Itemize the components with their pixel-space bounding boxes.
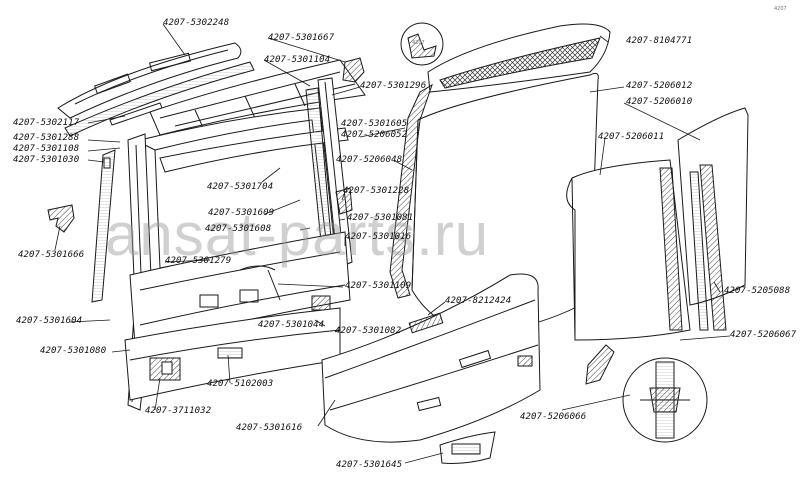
part-label-5301082: 4207-5301082 <box>335 326 402 336</box>
front-apron-part <box>124 307 341 401</box>
part-label-8104771: 4207-8104771 <box>626 36 693 46</box>
inset-mark: 4207 <box>412 40 425 46</box>
part-label-5301616: 4207-5301616 <box>236 423 303 433</box>
part-label-5102003: 4207-5102003 <box>207 379 274 389</box>
part-label-5302117: 4207-5302117 <box>13 118 80 128</box>
corner-mark: 4207 <box>774 6 787 12</box>
part-label-5206052: 4207-5206052 <box>341 130 408 140</box>
part-label-5301666: 4207-5301666 <box>18 250 85 260</box>
front-upper-frame-part <box>149 59 366 136</box>
clip-part <box>47 204 75 233</box>
left-rail-part <box>91 149 116 303</box>
part-label-5301605: 4207-5301605 <box>341 119 408 129</box>
bumper-part <box>321 273 541 443</box>
part-label-5301288: 4207-5301288 <box>13 133 80 143</box>
part-label-5301080: 4207-5301080 <box>40 346 107 356</box>
bracket-part <box>342 57 365 83</box>
part-label-5301608: 4207-5301608 <box>205 224 272 234</box>
small-plate-part <box>439 431 496 464</box>
panel-seal-part <box>389 83 433 299</box>
part-label-5301081: 4207-5301081 <box>347 213 414 223</box>
top-inset <box>400 22 444 66</box>
roof-dome-part <box>427 23 611 93</box>
part-label-5301016: 4207-5301016 <box>345 232 412 242</box>
side-panel-mid-part <box>566 159 691 341</box>
part-label-5301296: 4207-5301296 <box>360 81 427 91</box>
right-pillar-part <box>305 77 353 269</box>
part-label-5301104: 4207-5301104 <box>264 55 331 65</box>
detail-inset <box>622 357 708 443</box>
part-label-5206048: 4207-5206048 <box>336 155 403 165</box>
roof-panel-part <box>57 42 242 119</box>
part-label-5206011: 4207-5206011 <box>598 132 665 142</box>
side-panel-rear-part <box>677 107 749 331</box>
part-label-5301044: 4207-5301044 <box>258 320 325 330</box>
part-label-5301228: 4207-5301228 <box>343 186 410 196</box>
part-label-5301279: 4207-5301279 <box>165 256 232 266</box>
part-label-5205088: 4207-5205088 <box>724 286 791 296</box>
part-label-8212424: 4207-8212424 <box>445 296 512 306</box>
part-label-5206067: 4207-5206067 <box>730 330 797 340</box>
windshield-crossbar-part <box>159 127 349 173</box>
small-bracket-part <box>335 187 353 215</box>
part-label-5301704: 4207-5301704 <box>207 182 274 192</box>
corner-bracket-part <box>585 344 615 385</box>
part-label-5302248: 4207-5302248 <box>163 18 230 28</box>
part-label-5206012: 4207-5206012 <box>626 81 693 91</box>
part-label-5301667: 4207-5301667 <box>268 33 335 43</box>
part-label-5301030: 4207-5301030 <box>13 155 80 165</box>
watermark: ansat-parts.ru <box>105 201 490 268</box>
part-label-5301609: 4207-5301609 <box>208 208 275 218</box>
leader-lines <box>54 23 731 464</box>
part-label-5301108: 4207-5301108 <box>13 144 80 154</box>
part-label-5206010: 4207-5206010 <box>626 97 693 107</box>
part-label-5301604: 4207-5301604 <box>16 316 83 326</box>
part-label-5301645: 4207-5301645 <box>336 460 403 470</box>
part-label-5206066: 4207-5206066 <box>520 412 587 422</box>
part-label-3711032: 4207-3711032 <box>145 406 212 416</box>
part-label-5301109: 4207-5301109 <box>345 281 412 291</box>
